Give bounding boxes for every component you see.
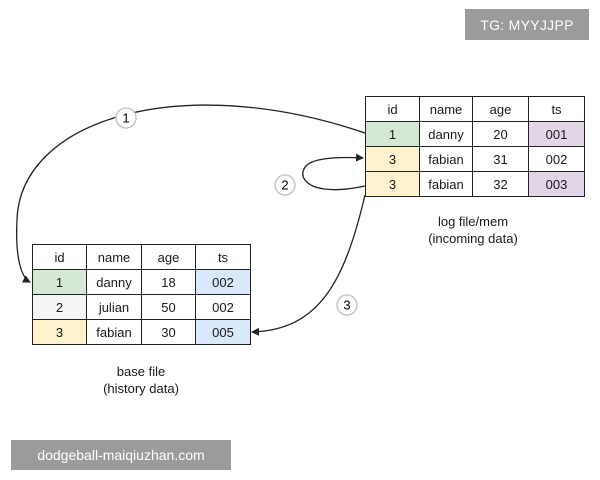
header-age: age (472, 96, 529, 122)
header-ts: ts (195, 244, 251, 270)
cell-id: 1 (32, 269, 87, 295)
table-header-row: id name age ts (365, 96, 585, 122)
cell-name: fabian (86, 319, 142, 345)
watermark-badge: dodgeball-maiqiuzhan.com (11, 440, 231, 470)
cell-ts: 002 (528, 146, 585, 172)
header-name: name (419, 96, 473, 122)
log-caption-line2: (incoming data) (428, 231, 518, 246)
step-marker-3: 3 (336, 294, 358, 316)
step-marker-2: 2 (274, 174, 296, 196)
arrow-step-3 (251, 194, 366, 336)
cell-name: fabian (419, 146, 473, 172)
header-age: age (141, 244, 196, 270)
header-id: id (32, 244, 87, 270)
cell-ts: 002 (195, 294, 251, 320)
cell-id: 2 (32, 294, 87, 320)
step-label-1: 1 (122, 111, 129, 126)
log-table: id name age ts 1 danny 20 001 3 fabian 3… (365, 96, 585, 197)
cell-age: 30 (141, 319, 196, 345)
table-row: 3 fabian 31 002 (365, 146, 585, 172)
cell-age: 20 (472, 121, 529, 147)
header-id: id (365, 96, 420, 122)
step-label-2: 2 (281, 178, 288, 193)
cell-age: 32 (472, 171, 529, 197)
base-caption-line2: (history data) (103, 381, 179, 396)
step-label-3: 3 (343, 298, 350, 313)
cell-id: 3 (32, 319, 87, 345)
cell-name: danny (419, 121, 473, 147)
cell-ts: 001 (528, 121, 585, 147)
header-name: name (86, 244, 142, 270)
cell-name: danny (86, 269, 142, 295)
cell-ts: 005 (195, 319, 251, 345)
arrow-step-1 (16, 104, 366, 283)
cell-age: 50 (141, 294, 196, 320)
base-table: id name age ts 1 danny 18 002 2 julian 5… (32, 244, 251, 345)
step-marker-1: 1 (115, 107, 137, 129)
header-ts: ts (528, 96, 585, 122)
table-row: 1 danny 18 002 (32, 269, 251, 295)
cell-id: 3 (365, 146, 420, 172)
cell-ts: 002 (195, 269, 251, 295)
base-table-caption: base file (history data) (76, 363, 206, 397)
cell-age: 31 (472, 146, 529, 172)
table-row: 2 julian 50 002 (32, 294, 251, 320)
cell-id: 1 (365, 121, 420, 147)
cell-id: 3 (365, 171, 420, 197)
log-table-caption: log file/mem (incoming data) (408, 213, 538, 247)
arrow-step-2 (302, 153, 366, 191)
cell-ts: 003 (528, 171, 585, 197)
cell-name: julian (86, 294, 142, 320)
cell-name: fabian (419, 171, 473, 197)
log-caption-line1: log file/mem (437, 214, 509, 229)
tg-badge: TG: MYYJJPP (465, 9, 589, 40)
cell-age: 18 (141, 269, 196, 295)
table-header-row: id name age ts (32, 244, 251, 270)
base-caption-line1: base file (116, 364, 166, 379)
table-row: 3 fabian 32 003 (365, 171, 585, 197)
table-row: 1 danny 20 001 (365, 121, 585, 147)
table-row: 3 fabian 30 005 (32, 319, 251, 345)
